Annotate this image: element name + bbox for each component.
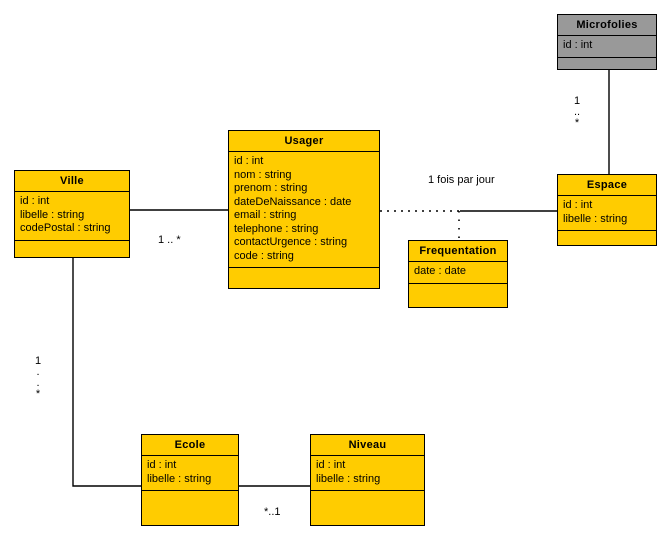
multiplicity-part: * [35, 388, 41, 400]
attribute: telephone : string [234, 222, 319, 235]
class-attributes-frequentation: date : date [409, 262, 507, 283]
attribute: libelle : string [316, 472, 381, 485]
class-operations-ecole [142, 491, 238, 508]
attribute: id : int [234, 155, 264, 167]
class-box-niveau[interactable]: Niveau id : int libelle : string [310, 434, 425, 526]
attribute: contactUrgence : string [234, 236, 348, 248]
class-operations-frequentation [409, 284, 507, 301]
class-box-ecole[interactable]: Ecole id : int libelle : string [141, 434, 239, 526]
attribute: id : int [563, 199, 593, 211]
class-separator [15, 191, 129, 192]
attribute: codePostal : string [20, 222, 111, 234]
class-attributes-niveau: id : int libelle : string [311, 456, 424, 490]
multiplicity-part: . [36, 377, 40, 389]
multiplicity-ville-ecole: 1 . . * [31, 356, 45, 400]
class-operations-niveau [311, 491, 424, 508]
class-box-usager[interactable]: Usager id : int nom : string prenom : st… [228, 130, 380, 289]
class-name-ecole: Ecole [174, 439, 206, 451]
multiplicity-part: . [36, 366, 40, 378]
multiplicity-ville-usager: 1 .. * [158, 234, 181, 246]
edge-ville-ecole [72, 258, 141, 487]
class-box-espace[interactable]: Espace id : int libelle : string [557, 174, 657, 246]
class-separator [142, 490, 238, 491]
class-attributes-microfolies: id : int [558, 36, 656, 57]
class-box-microfolies[interactable]: Microfolies id : int [557, 14, 657, 70]
class-box-ville[interactable]: Ville id : int libelle : string codePost… [14, 170, 130, 258]
class-name-microfolies: Microfolies [576, 19, 638, 31]
multiplicity-part: 1 [573, 95, 581, 107]
attribute: libelle : string [20, 208, 85, 221]
class-separator [142, 455, 238, 456]
class-name-niveau: Niveau [348, 439, 387, 451]
class-separator [558, 195, 656, 196]
class-operations-espace [558, 231, 656, 248]
class-name-ville: Ville [60, 175, 84, 187]
class-separator [409, 261, 507, 262]
class-operations-microfolies [558, 58, 656, 75]
class-separator [311, 455, 424, 456]
class-attributes-ecole: id : int libelle : string [142, 456, 238, 490]
attribute: email : string [234, 209, 297, 221]
multiplicity-ecole-niveau: *..1 [264, 506, 281, 518]
class-box-frequentation[interactable]: Frequentation date : date [408, 240, 508, 308]
multiplicity-microfolies-espace: 1 .. * [570, 96, 584, 129]
attribute: libelle : string [563, 212, 628, 225]
class-operations-ville [15, 241, 129, 258]
attribute: date : date [414, 265, 466, 277]
class-attributes-ville: id : int libelle : string codePostal : s… [15, 192, 129, 240]
attribute: id : int [316, 459, 346, 471]
attribute: prenom : string [234, 182, 308, 194]
class-separator [558, 35, 656, 36]
class-name-usager: Usager [284, 135, 324, 147]
attribute: id : int [147, 459, 177, 471]
attribute: libelle : string [147, 472, 212, 485]
attribute: id : int [563, 39, 593, 51]
class-attributes-usager: id : int nom : string prenom : string da… [229, 152, 379, 267]
class-name-espace: Espace [586, 179, 628, 191]
attribute: code : string [234, 249, 294, 262]
class-separator [15, 239, 129, 241]
multiplicity-part: * [574, 117, 580, 129]
attribute: nom : string [234, 168, 292, 181]
class-separator [558, 56, 656, 58]
attribute: dateDeNaissance : date [234, 195, 352, 208]
class-attributes-espace: id : int libelle : string [558, 196, 656, 230]
multiplicity-part: .. [573, 106, 581, 118]
class-separator [558, 230, 656, 231]
class-operations-usager [229, 268, 379, 285]
class-name-frequentation: Frequentation [419, 245, 497, 257]
class-separator [311, 490, 424, 491]
multiplicity-part: 1 [34, 355, 42, 367]
association-note-usager-espace: 1 fois par jour [428, 174, 495, 186]
class-separator [229, 151, 379, 152]
class-separator [229, 267, 379, 268]
class-separator [409, 282, 507, 284]
attribute: id : int [20, 195, 50, 207]
